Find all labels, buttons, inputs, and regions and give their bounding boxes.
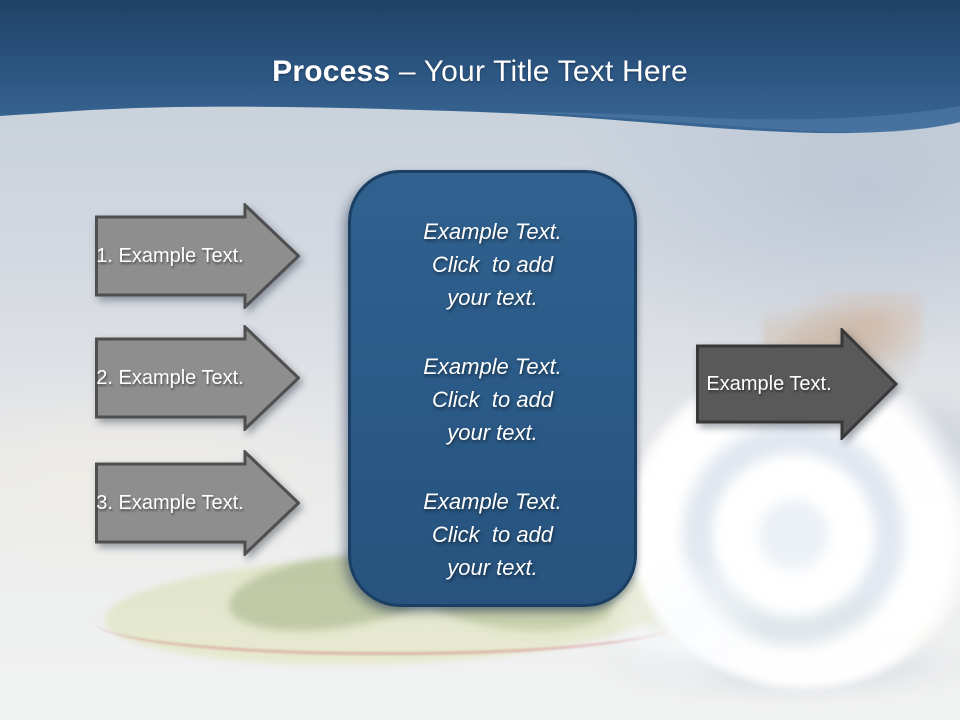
title-rest: Your Title Text Here — [423, 55, 688, 88]
text-line: Click to add — [431, 252, 554, 277]
text-line: Example Text. — [423, 354, 562, 379]
arrow-2-label: 2. Example Text. — [96, 366, 244, 389]
placeholder-text-block-2[interactable]: Example Text. Click to add your text. — [423, 350, 562, 449]
title-emphasis: Process — [272, 55, 391, 88]
text-line: your text. — [447, 420, 538, 445]
text-line: Example Text. — [423, 219, 562, 244]
slide-title[interactable]: Process – Your Title Text Here — [0, 54, 960, 90]
arrow-right-icon — [696, 328, 898, 440]
process-arrow-2[interactable]: 2. Example Text. — [95, 325, 300, 431]
text-line: Click to add — [431, 522, 554, 547]
placeholder-text-block-1[interactable]: Example Text. Click to add your text. — [423, 215, 562, 314]
arrow-right-icon — [95, 450, 300, 556]
process-arrow-output[interactable]: Example Text. — [696, 328, 898, 440]
arrow-3-label: 3. Example Text. — [96, 491, 244, 514]
text-line: Example Text. — [423, 489, 562, 514]
ground-shadow — [600, 630, 960, 700]
text-line: your text. — [447, 285, 538, 310]
placeholder-text-block-3[interactable]: Example Text. Click to add your text. — [423, 485, 562, 584]
center-text-panel[interactable]: Example Text. Click to add your text. Ex… — [348, 170, 637, 607]
arrow-1-label: 1. Example Text. — [96, 244, 244, 267]
process-arrow-3[interactable]: 3. Example Text. — [95, 450, 300, 556]
text-line: Click to add — [431, 387, 554, 412]
text-line: your text. — [447, 555, 538, 580]
leaf-decoration — [639, 586, 931, 660]
title-separator: – — [398, 55, 416, 88]
arrow-right-icon — [95, 325, 300, 431]
output-arrow-label: Example Text. — [706, 372, 832, 395]
header-wave-band — [0, 0, 960, 134]
process-arrow-1[interactable]: 1. Example Text. — [95, 203, 300, 309]
arrow-right-icon — [95, 203, 300, 309]
